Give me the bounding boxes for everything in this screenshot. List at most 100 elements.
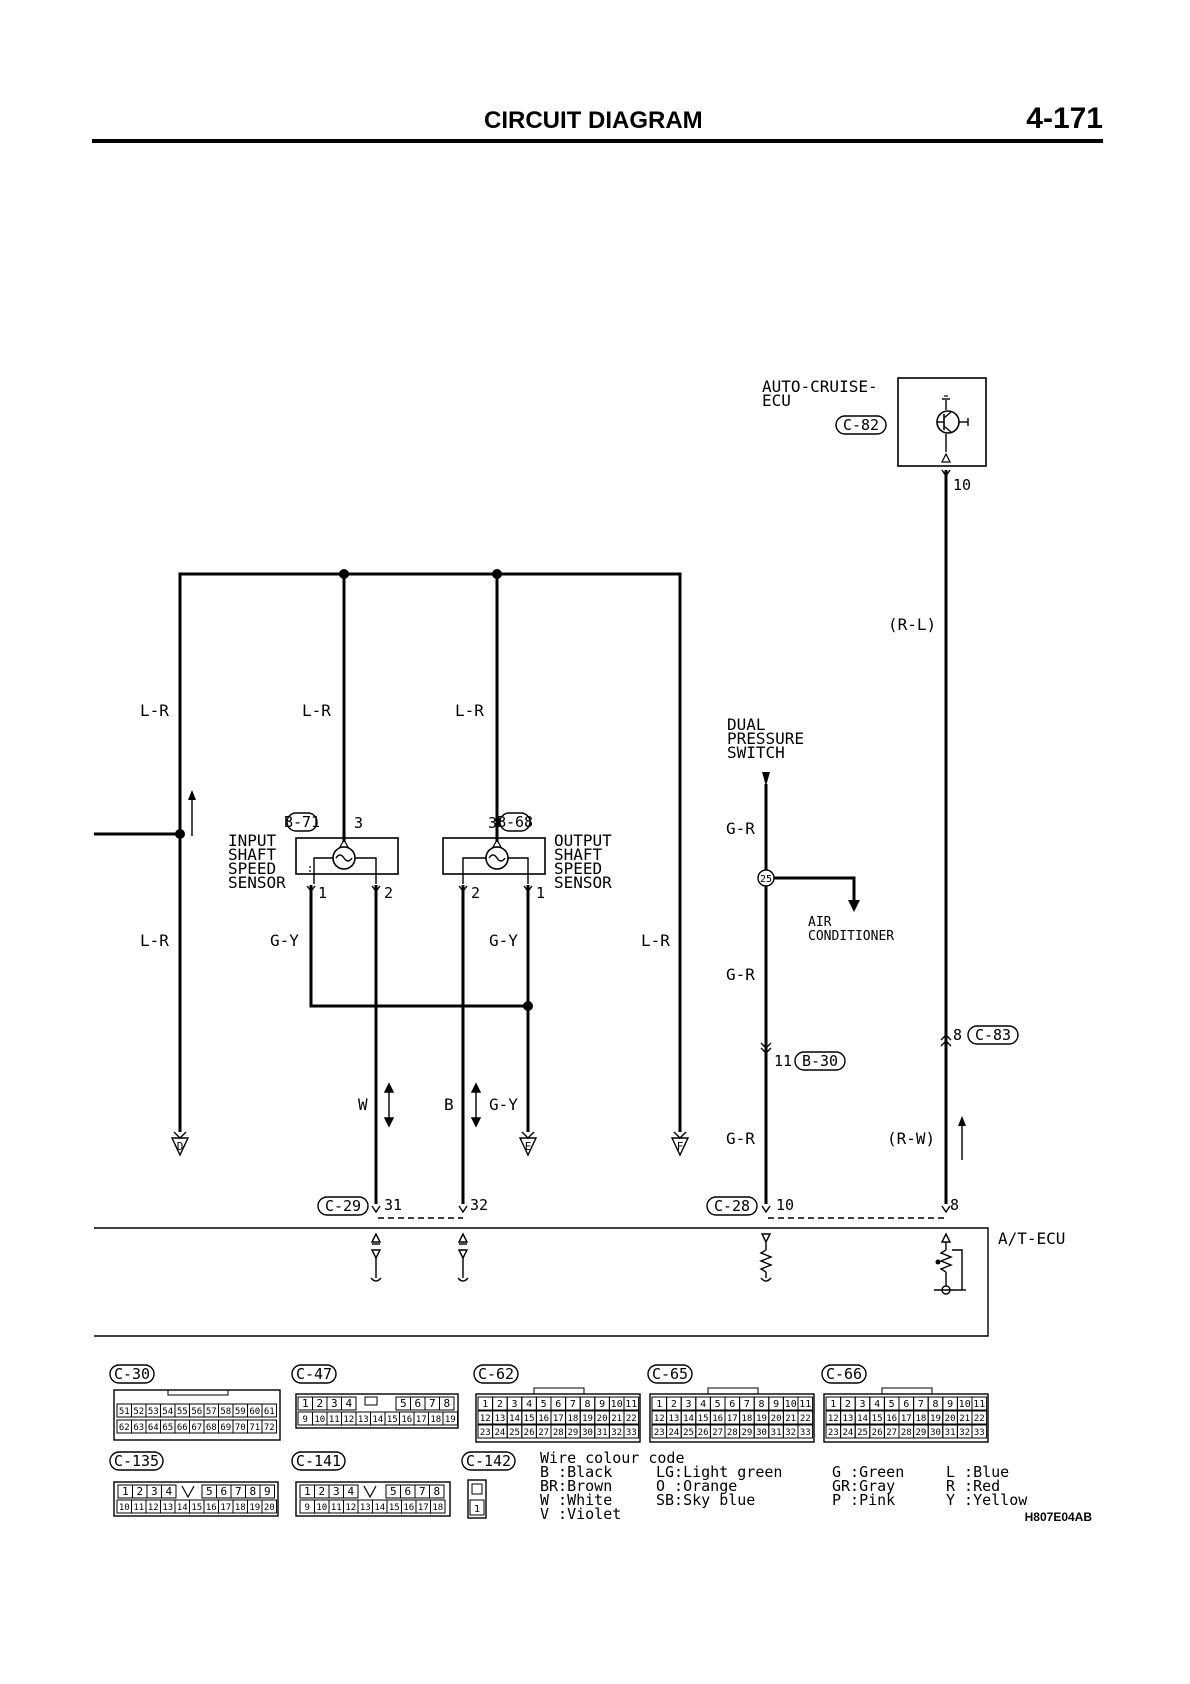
connector-pin: 10 (316, 1503, 327, 1513)
connector-pin: 53 (148, 1407, 159, 1417)
c82-connector-tag (835, 415, 887, 435)
connector-pin: 23 (828, 1428, 839, 1438)
connector-pin: 22 (800, 1414, 811, 1424)
terminal-e: E (518, 1131, 538, 1157)
connector-pin: 6 (404, 1485, 411, 1498)
dual-pressure-switch: DUAL PRESSURE SWITCH (727, 715, 804, 786)
auto-cruise-ecu-label: AUTO-CRUISE- (762, 377, 878, 396)
connector-pin: 2 (318, 1485, 325, 1498)
connector-pin: 21 (611, 1414, 622, 1424)
svg-text:11: 11 (774, 1052, 792, 1070)
connector-pin: 14 (374, 1503, 385, 1513)
connector-pin: 18 (432, 1503, 443, 1513)
connector-pin: 12 (148, 1503, 159, 1513)
connector-pin: 4 (345, 1397, 352, 1410)
connector-pin: 2 (671, 1399, 677, 1410)
input-shaft-speed-sensor: B-71 3 INPUT SHAFT SPEED SENSOR 1 2 (228, 812, 399, 902)
connector-pin: 27 (712, 1428, 723, 1438)
connector-pin: 61 (264, 1407, 275, 1417)
terminal-f: F (670, 1131, 690, 1157)
svg-text:DUAL: DUAL (727, 715, 766, 734)
connector-pin: 12 (654, 1414, 665, 1424)
connector-pin: 8 (758, 1399, 764, 1410)
connector-pin: 27 (538, 1428, 549, 1438)
svg-text:B-30: B-30 (802, 1052, 838, 1070)
connector-pin: 16 (401, 1415, 412, 1425)
svg-text:W :White: W :White (540, 1491, 612, 1509)
connector-pin: 31 (945, 1428, 956, 1438)
connector-pin: 7 (918, 1399, 924, 1410)
connector-pin: 56 (191, 1407, 202, 1417)
connector-pin: 28 (553, 1428, 564, 1438)
c65-connector-label: C-65 (652, 1365, 688, 1383)
svg-text:E: E (525, 1140, 532, 1153)
connector-pin: 25 (857, 1428, 868, 1438)
page-title: CIRCUIT DIAGRAM (484, 107, 703, 134)
connector-pin: 25 (683, 1428, 694, 1438)
connector-pin: 11 (329, 1415, 340, 1425)
svg-text:P :Pink: P :Pink (832, 1491, 895, 1509)
connector-pin: 31 (771, 1428, 782, 1438)
svg-text:8: 8 (953, 1026, 962, 1044)
connector-pin: 10 (119, 1503, 130, 1513)
connector-pin: 67 (191, 1423, 202, 1433)
connector-pin: 12 (345, 1503, 356, 1513)
svg-text:AIR: AIR (808, 915, 832, 930)
connector-pin: 10 (314, 1415, 325, 1425)
svg-text:SB:Sky blue: SB:Sky blue (656, 1491, 755, 1509)
connector-pin: 68 (206, 1423, 217, 1433)
c135-connector-label: C-135 (114, 1452, 159, 1470)
wire-label-lr-3: L-R (455, 701, 484, 720)
svg-text:SHAFT: SHAFT (554, 845, 603, 864)
connector-pin: 4 (347, 1485, 354, 1498)
connector-pin: 24 (668, 1428, 679, 1438)
wire-label-rl: (R-L) (888, 615, 936, 634)
connector-pin: 17 (727, 1414, 738, 1424)
wire-label-gr-1: G-R (726, 819, 755, 838)
auto-cruise-ecu-box (897, 377, 987, 467)
connector-pin: 23 (654, 1428, 665, 1438)
connector-pin: 3 (511, 1399, 517, 1410)
connector-pin: 19 (249, 1503, 260, 1513)
b30-connector: 11 B-30 (760, 1042, 846, 1071)
connector-pin: 9 (305, 1503, 310, 1513)
connector-pin: 32 (959, 1428, 970, 1438)
connector-pin: 9 (303, 1415, 308, 1425)
connector-pin: 19 (445, 1415, 456, 1425)
svg-text:D: D (177, 1140, 184, 1153)
connector-pin: 30 (756, 1428, 767, 1438)
wire-label-gr-2: G-R (726, 965, 755, 984)
c28-connector-label: C-28 (714, 1197, 750, 1215)
connector-pin: 60 (249, 1407, 260, 1417)
connector-pin: 3 (333, 1485, 340, 1498)
svg-text:1: 1 (318, 884, 327, 902)
connector-pin: 14 (683, 1414, 694, 1424)
connector-pin: 8 (249, 1485, 256, 1498)
connector-pin: 1 (122, 1485, 129, 1498)
connector-pin: 28 (901, 1428, 912, 1438)
connector-pin: 2 (136, 1485, 143, 1498)
wire-label-rw: (R-W) (887, 1129, 935, 1148)
connector-pin: 33 (800, 1428, 811, 1438)
wire-colour-legend: Wire colour code B :Black BR:Brown W :Wh… (540, 1449, 1092, 1524)
connector-pin: 29 (915, 1428, 926, 1438)
connector-pin: 33 (626, 1428, 637, 1438)
legend-title: Wire colour code (540, 1449, 685, 1467)
connector-pin: 11 (625, 1399, 637, 1410)
connector-pin: 4 (165, 1485, 172, 1498)
svg-text:L :Blue: L :Blue (946, 1463, 1009, 1481)
connector-pin: 6 (903, 1399, 909, 1410)
connector-pin: 8 (584, 1399, 590, 1410)
connector-pin: 8 (932, 1399, 938, 1410)
connector-pin: 11 (331, 1503, 342, 1513)
connector-pin: 2 (845, 1399, 851, 1410)
connector-pin: 7 (429, 1397, 436, 1410)
connector-pin: 13 (494, 1414, 505, 1424)
connector-pin: 1 (830, 1399, 836, 1410)
connector-pin: 5 (400, 1397, 407, 1410)
connector-pin: 59 (235, 1407, 246, 1417)
connector-pin: 2 (316, 1397, 323, 1410)
connector-pin: 6 (414, 1397, 421, 1410)
connector-pin: 13 (360, 1503, 371, 1513)
sensor-wires (309, 885, 530, 1204)
